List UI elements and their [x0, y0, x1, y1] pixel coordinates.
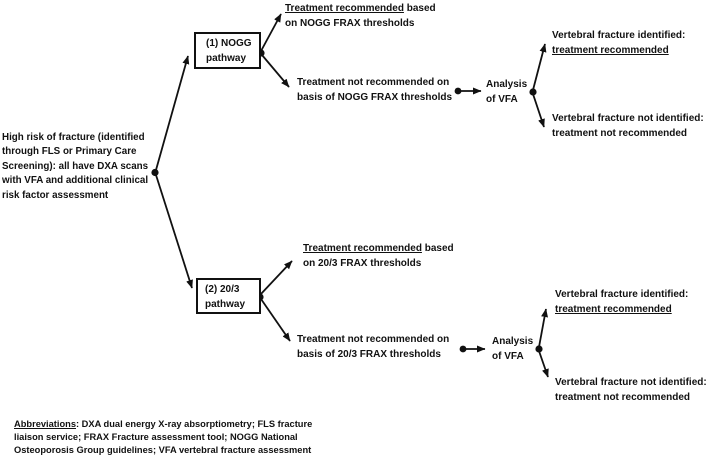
nogg-vfa-analysis-line1: Analysis: [486, 79, 528, 90]
nogg-pathway-box: (1) NOGG pathway: [194, 32, 261, 69]
203-treatment-recommended-line2: on 20/3 FRAX thresholds: [303, 258, 422, 269]
underlined-phrase: Treatment recommended: [285, 3, 404, 14]
203-treatment-not-recommended-line2: basis of 20/3 FRAX thresholds: [297, 349, 441, 360]
abbreviations-label: Abbreviations: [14, 419, 76, 429]
203-pathway-box-label: (2) 20/3: [205, 284, 240, 295]
arrow-nogg-vfa-to-negative: [532, 93, 545, 128]
abbreviations-line2: liaison service; FRAX Fracture assessmen…: [14, 431, 298, 442]
nogg-treatment-recommended-line1: Treatment recommended based: [285, 1, 436, 16]
nogg-treatment-not-recommended-line1: Treatment not recommended on: [297, 77, 450, 88]
nogg-fracture-not-identified-text: Vertebral fracture not identified: treat…: [552, 111, 704, 141]
arrow-root-to-nogg-box: [155, 55, 190, 171]
nogg-fracture-identified-line2: treatment recommended: [552, 45, 669, 56]
nogg-vfa-analysis-text: Analysis of VFA: [486, 77, 527, 107]
203-vfa-branch-dot: [535, 345, 543, 353]
203-fracture-not-identified-line1: Vertebral fracture not identified:: [555, 377, 707, 388]
nogg-vfa-analysis-line2: of VFA: [486, 94, 518, 105]
203-treatment-recommended-text: Treatment recommended based on 20/3 FRAX…: [303, 241, 454, 271]
root-text-line: with VFA and additional clinical: [2, 175, 149, 187]
phrase-rest: based: [403, 3, 436, 14]
arrow-203-vfa-to-positive: [538, 308, 548, 348]
root-text-line: High risk of fracture (identified: [2, 132, 145, 143]
nogg-fracture-not-identified-line2: treatment not recommended: [552, 128, 688, 139]
203-fracture-identified-line1: Vertebral fracture identified:: [555, 289, 689, 300]
arrow-203-to-not-recommended: [260, 298, 291, 342]
nogg-treatment-not-recommended-text: Treatment not recommended on basis of NO…: [297, 75, 452, 105]
203-fracture-not-identified-text: Vertebral fracture not identified: treat…: [555, 375, 707, 405]
arrow-nogg-to-not-recommended: [261, 54, 290, 88]
underlined-phrase: Treatment recommended: [303, 243, 422, 254]
abbreviations-line3: Osteoporosis Group guidelines; VFA verte…: [14, 444, 312, 455]
nogg-fracture-identified-text: Vertebral fracture identified: treatment…: [552, 28, 685, 58]
203-fracture-not-identified-line2: treatment not recommended: [555, 392, 691, 403]
root-text-line: risk factor assessment: [2, 189, 109, 201]
203-vfa-analysis-line1: Analysis: [492, 336, 534, 347]
arrow-203-to-recommended: [259, 260, 293, 296]
nogg-fracture-not-identified-line1: Vertebral fracture not identified:: [552, 113, 704, 124]
203-vfa-analysis-text: Analysis of VFA: [492, 334, 533, 364]
arrow-nogg-to-recommended: [260, 13, 282, 52]
root-branch-dot: [151, 168, 159, 177]
nogg-treatment-recommended-line2: on NOGG FRAX thresholds: [285, 18, 415, 29]
abbreviations-line1: Abbreviations: DXA dual energy X-ray abs…: [14, 418, 312, 431]
phrase-rest: based: [421, 243, 454, 254]
arrow-203-vfa-to-negative: [538, 350, 549, 378]
nogg-pathway-box-label: pathway: [206, 52, 247, 64]
root-text-line: Screening): all have DXA scans: [2, 160, 149, 172]
root-text-line: through FLS or Primary Care: [2, 146, 137, 158]
203-vfa-analysis-line2: of VFA: [492, 351, 524, 362]
203-treatment-not-recommended-text: Treatment not recommended on basis of 20…: [297, 332, 449, 362]
abbreviations-footnote: Abbreviations: DXA dual energy X-ray abs…: [14, 418, 312, 457]
203-pathway-box: (2) 20/3 pathway: [196, 278, 261, 314]
root-node-text: High risk of fracture (identified throug…: [2, 131, 148, 203]
nogg-vfa-branch-dot: [529, 88, 537, 96]
203-fracture-identified-text: Vertebral fracture identified: treatment…: [555, 287, 688, 317]
arrow-nogg-vfa-to-positive: [532, 43, 547, 91]
203-fracture-identified-line2: treatment recommended: [555, 304, 672, 315]
nogg-pathway-box-label: (1) NOGG: [206, 38, 252, 49]
arrow-root-to-203-box: [155, 174, 193, 289]
203-treatment-not-recommended-line1: Treatment not recommended on: [297, 334, 450, 345]
nogg-treatment-not-recommended-line2: basis of NOGG FRAX thresholds: [297, 92, 453, 103]
abbreviations-line1-rest: : DXA dual energy X-ray absorptiometry; …: [76, 419, 313, 429]
nogg-fracture-identified-line1: Vertebral fracture identified:: [552, 30, 686, 41]
nogg-treatment-recommended-text: Treatment recommended based on NOGG FRAX…: [285, 1, 436, 31]
203-pathway-box-label: pathway: [205, 298, 246, 310]
203-treatment-recommended-line1: Treatment recommended based: [303, 241, 454, 256]
